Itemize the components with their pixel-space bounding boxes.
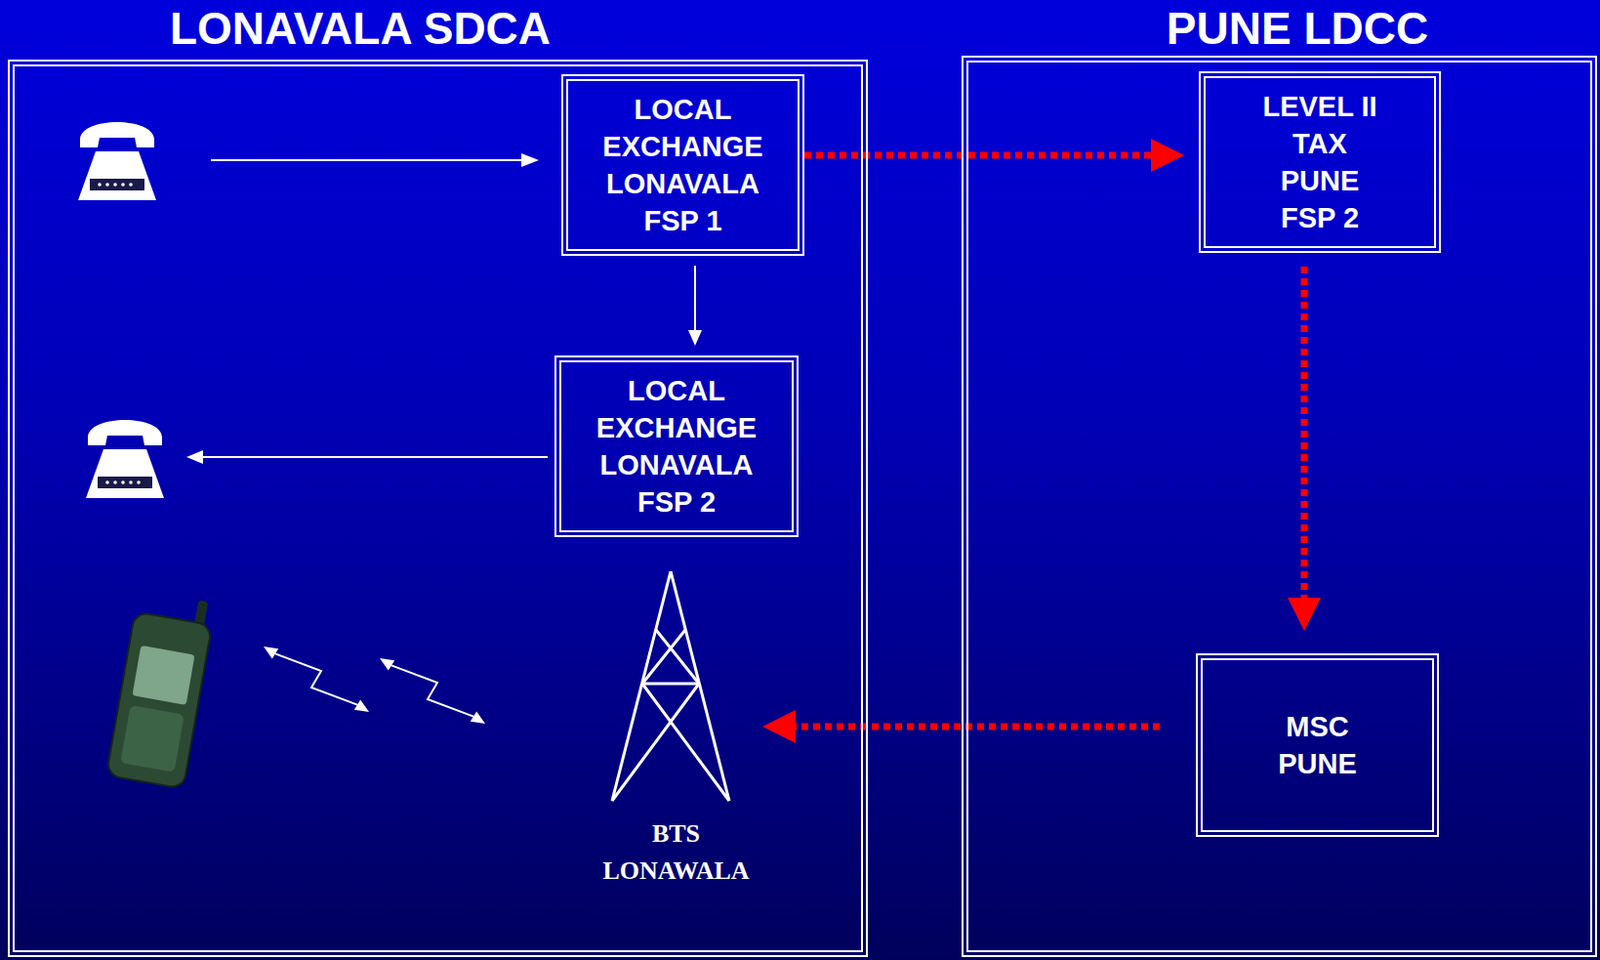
- exchange-box: LOCAL EXCHANGE LONAVALA FSP 1: [561, 74, 805, 256]
- phone-screen: [131, 645, 195, 705]
- phone-body: [85, 449, 165, 498]
- connector-line: [694, 265, 697, 330]
- tower-node: BTS LONAWALA: [590, 571, 762, 894]
- connector-line: [795, 723, 1160, 731]
- dial-dots: [105, 480, 141, 485]
- telephone-icon: [78, 122, 157, 201]
- arrow-head: [263, 646, 279, 659]
- connector: [688, 265, 702, 346]
- radio-link: [379, 657, 486, 724]
- tower-label: BTS LONAWALA: [590, 815, 762, 890]
- arrow-line: [210, 159, 522, 162]
- arrow-head: [521, 153, 539, 167]
- telephone-icon: [85, 419, 165, 498]
- connector-line: [804, 152, 1151, 160]
- exchange-box: LOCAL EXCHANGE LONAVALA FSP 2: [554, 355, 799, 537]
- region-heading: LONAVALA SDCA: [169, 3, 551, 53]
- dial-strip: [97, 476, 153, 489]
- tower-symbol: [612, 571, 730, 801]
- call-arrow: [186, 450, 548, 464]
- arrow-head: [379, 657, 395, 671]
- arrow-head: [762, 709, 796, 743]
- region-heading: PUNE LDCC: [1166, 3, 1429, 53]
- arrow-head: [354, 699, 370, 713]
- box-label: LEVEL II TAX PUNE FSP 2: [1254, 87, 1387, 237]
- arrow-head: [186, 450, 204, 464]
- arrow-head: [470, 711, 486, 725]
- arrow-line: [203, 455, 548, 458]
- dial-strip: [89, 178, 145, 191]
- connector-line: [1301, 266, 1309, 598]
- radio-link: [263, 646, 370, 712]
- arrow-head: [1150, 138, 1185, 172]
- region-panel: LONAVALA SDCALOCAL EXCHANGE LONAVALA FSP…: [7, 59, 868, 957]
- handset: [87, 419, 163, 446]
- zigzag-line: [275, 653, 358, 704]
- phone-case: [106, 611, 212, 788]
- zigzag-line: [391, 664, 474, 716]
- call-arrow: [210, 153, 539, 167]
- keypad: [120, 704, 185, 773]
- box-label: LOCAL EXCHANGE LONAVALA FSP 2: [576, 371, 778, 521]
- phone-body: [78, 151, 157, 201]
- arrow-head: [1287, 597, 1321, 631]
- tax-box: LEVEL II TAX PUNE FSP 2: [1198, 71, 1441, 253]
- msc-box: MSC PUNE: [1195, 653, 1439, 837]
- box-label: MSC PUNE: [1249, 707, 1387, 782]
- dial-dots: [97, 182, 133, 187]
- handset: [80, 122, 155, 148]
- connector: [1287, 266, 1321, 631]
- region-panel: PUNE LDCCLEVEL II TAX PUNE FSP 2MSC PUNE: [961, 55, 1598, 957]
- arrow-head: [688, 329, 702, 346]
- mobile-phone: [106, 589, 216, 789]
- box-label: LOCAL EXCHANGE LONAVALA FSP 1: [582, 90, 783, 240]
